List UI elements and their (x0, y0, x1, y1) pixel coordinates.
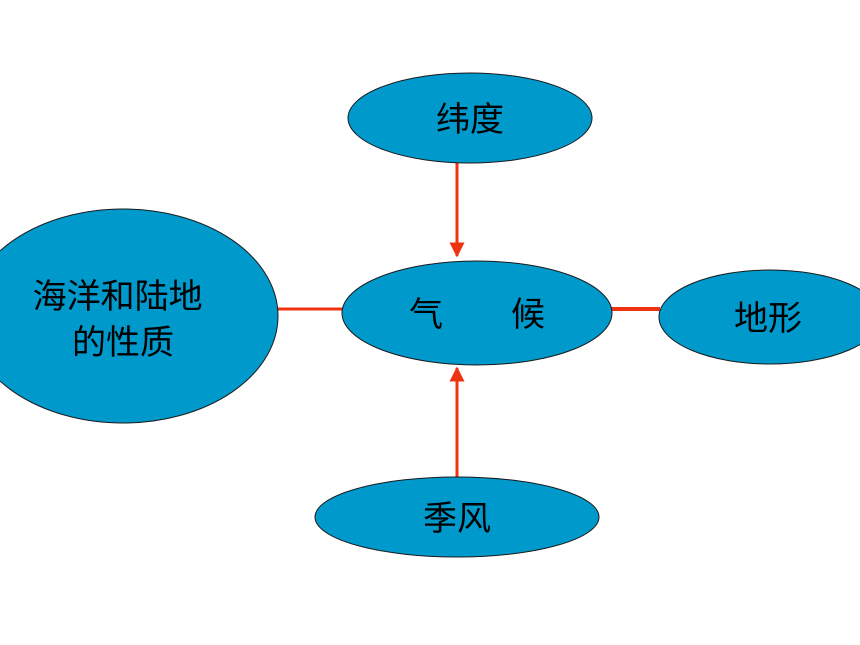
node-latitude-shape (347, 72, 593, 164)
node-sea-land-line-1: 海洋和陆地 (33, 277, 203, 317)
node-sea-land: 海洋和陆地 的性质 (0, 208, 279, 424)
node-latitude-label: 纬度 (436, 100, 504, 140)
node-climate-shape (341, 260, 613, 366)
node-monsoon-shape (314, 476, 600, 558)
node-latitude: 纬度 (347, 72, 593, 164)
node-sea-land-line-2: 的性质 (72, 323, 174, 363)
node-terrain-shape (658, 269, 860, 365)
node-climate: 气 候 (341, 260, 613, 366)
node-monsoon-label: 季风 (423, 499, 491, 539)
node-terrain-label: 地形 (734, 299, 802, 339)
node-monsoon: 季风 (314, 476, 600, 558)
node-terrain: 地形 (658, 269, 860, 365)
node-sea-land-shape (0, 208, 279, 424)
node-climate-label: 气 候 (409, 295, 545, 335)
node-sea-land-label: 海洋和陆地 的性质 (33, 277, 214, 363)
